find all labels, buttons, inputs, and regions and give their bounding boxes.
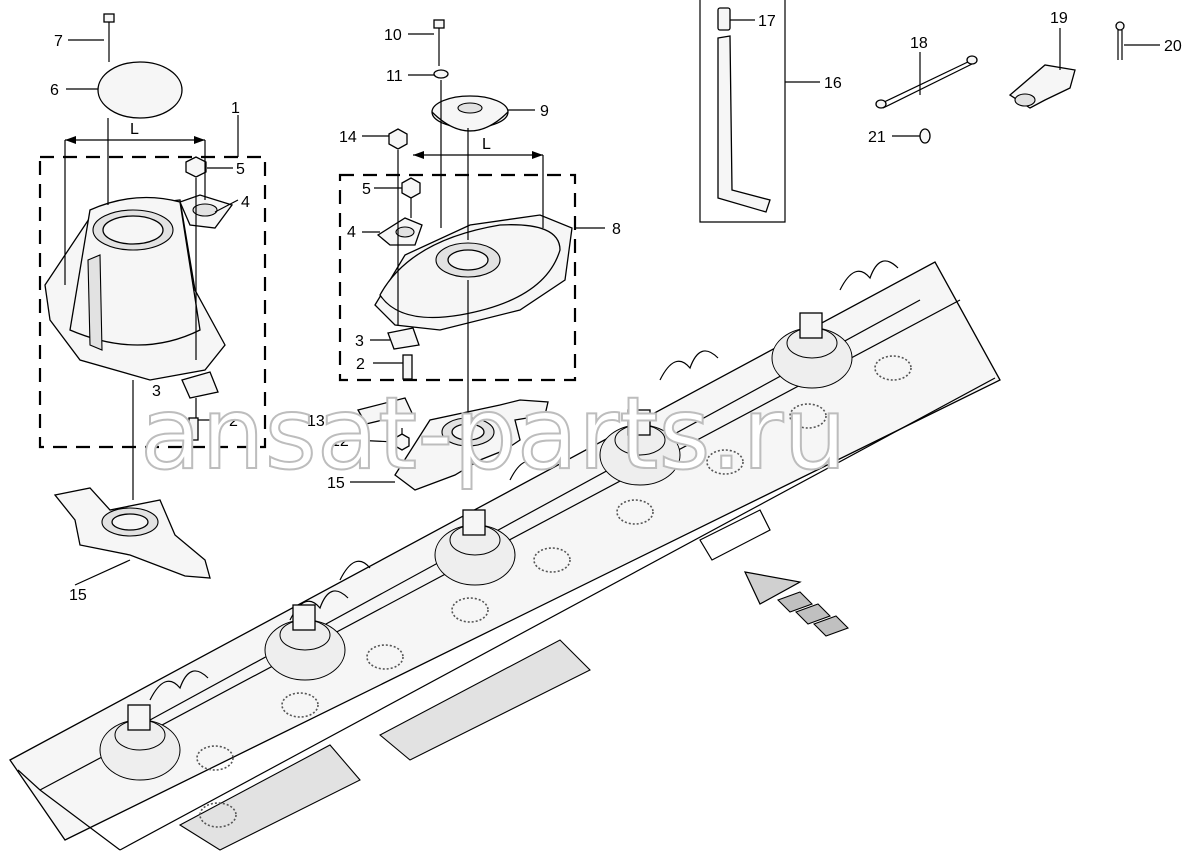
callout-5-left: 5 [236, 161, 245, 178]
bracket-19 [1008, 55, 1076, 109]
travel-direction-arrow [743, 571, 849, 637]
center-dimension-label: L [482, 136, 491, 153]
left-dimension-label: L [130, 121, 139, 138]
callout-2-center: 2 [356, 356, 365, 373]
callout-15-left: 15 [69, 587, 87, 604]
center-dimension-l: L [413, 136, 544, 228]
left-nut-5 [185, 156, 207, 178]
callout-12: 12 [331, 433, 349, 450]
callout-4-left: 4 [241, 194, 250, 211]
callout-10: 10 [384, 27, 402, 44]
left-skid-15 [53, 487, 211, 579]
callout-11: 11 [386, 68, 403, 85]
disc-hub-4 [599, 409, 681, 486]
center-cone-8 [374, 214, 573, 331]
pin-20 [1115, 21, 1125, 60]
center-bracket-4 [376, 217, 423, 246]
left-drum-assembly-box [38, 155, 267, 449]
center-plate-3 [387, 327, 420, 350]
disc-hub-1 [99, 704, 181, 781]
callout-numbers: 1 2 2 3 3 4 4 5 5 6 7 8 9 10 11 12 13 14… [50, 10, 1182, 604]
left-bolt-7 [103, 13, 115, 40]
idler-gears [196, 355, 912, 828]
left-drum-hood [44, 196, 226, 381]
blade-strip [717, 35, 771, 213]
center-skid-15 [394, 399, 549, 491]
center-nut-14 [388, 128, 408, 150]
kit-box-16 [699, 0, 786, 223]
center-washer-11 [433, 69, 449, 79]
callout-8: 8 [612, 221, 621, 238]
cable-18 [875, 55, 978, 109]
disc-hub-5 [771, 312, 853, 389]
callout-2-left: 2 [229, 413, 238, 430]
callout-5-center: 5 [362, 181, 371, 198]
callout-17: 17 [758, 13, 776, 30]
left-dimension-l: L [64, 121, 206, 285]
center-knife-13 [357, 397, 413, 425]
left-cover-disc-6 [97, 61, 183, 119]
strip-17 [717, 7, 731, 31]
watermark: ansat-parts.ru [140, 375, 847, 492]
callout-9: 9 [540, 103, 549, 120]
callout-6: 6 [50, 82, 59, 99]
center-screw-2 [402, 354, 413, 380]
callout-3-center: 3 [355, 333, 364, 350]
center-assembly-box [338, 173, 577, 382]
callout-20: 20 [1164, 38, 1182, 55]
left-plate-3 [181, 371, 219, 399]
callout-19: 19 [1050, 10, 1068, 27]
disc-hub-2 [264, 604, 346, 681]
left-screw-2 [188, 417, 199, 441]
callout-7: 7 [54, 33, 63, 50]
center-bolt-12 [394, 428, 410, 451]
center-bolt-10 [433, 19, 445, 46]
callout-14: 14 [339, 129, 357, 146]
leader-lines [66, 19, 1160, 586]
left-bracket-4 [179, 194, 234, 229]
callout-4-center: 4 [347, 224, 356, 241]
disc-hub-3 [434, 509, 516, 586]
callout-16: 16 [824, 75, 842, 92]
callout-13: 13 [307, 413, 325, 430]
callout-18: 18 [910, 35, 928, 52]
callout-3-left: 3 [152, 383, 161, 400]
center-nut-5 [401, 177, 421, 199]
ring-21 [919, 128, 931, 144]
center-cap-9 [431, 95, 509, 132]
callout-1: 1 [231, 100, 240, 117]
callout-15-center: 15 [327, 475, 345, 492]
callout-21: 21 [868, 129, 886, 146]
